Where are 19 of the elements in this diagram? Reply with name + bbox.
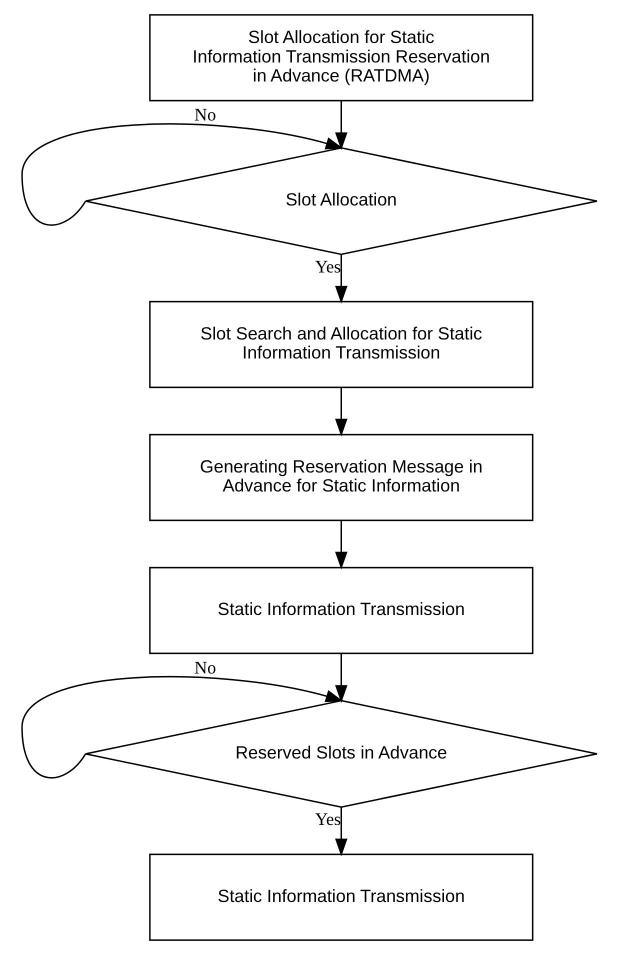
arrow — [20, 122, 343, 226]
arrow — [334, 806, 347, 856]
node-diamond: Slot Allocation — [84, 146, 598, 255]
edge-label: No — [194, 656, 216, 677]
node-box: Slot Search and Allocation for Static Information Transmission — [148, 300, 533, 388]
node-box: Generating Reservation Message in Advance for Static Information — [148, 433, 533, 521]
arrow — [334, 100, 347, 150]
node-box: Static Information Transmission — [148, 566, 533, 654]
arrow — [334, 520, 347, 569]
edge-label: Yes — [314, 808, 340, 829]
arrow — [334, 387, 347, 436]
node-diamond: Reserved Slots in Advance — [84, 699, 598, 808]
node-box: Static Information Transmission — [148, 853, 533, 940]
arrow — [20, 676, 343, 778]
arrow — [334, 653, 347, 702]
edge-label: No — [194, 104, 216, 124]
arrow — [334, 254, 347, 304]
edge-label: Yes — [314, 256, 340, 276]
node-box: Slot Allocation for Static Information Transmission Reservation in Advance (RATDMA) — [148, 14, 533, 101]
